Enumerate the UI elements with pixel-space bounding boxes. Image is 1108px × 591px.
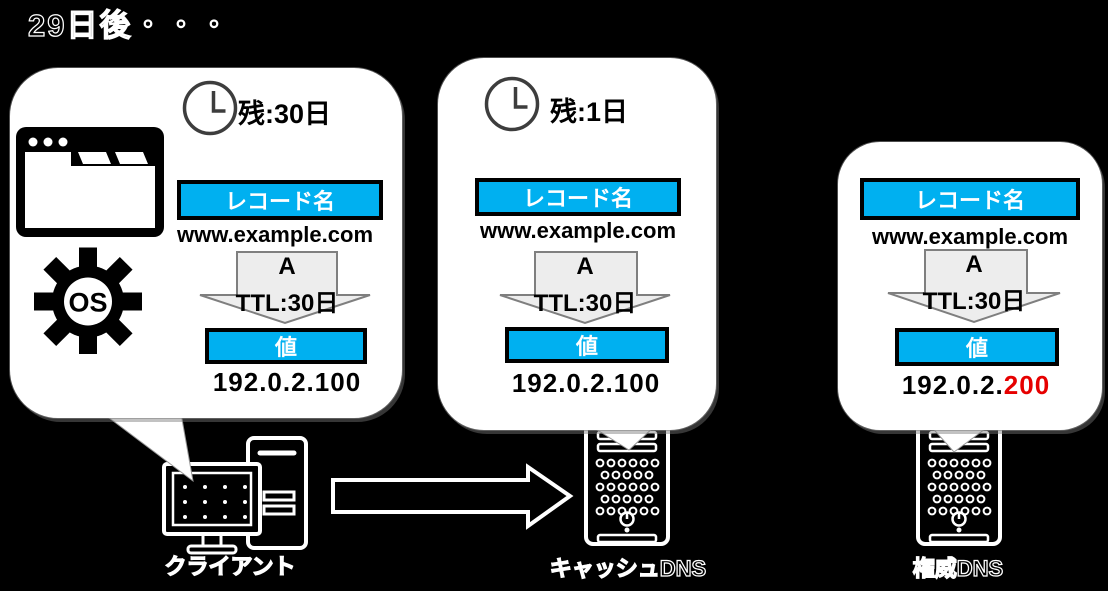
ttl-text: TTL:30日 <box>235 290 339 317</box>
record-name-value: www.example.com <box>871 224 1069 249</box>
speech-bubble-client: 残:30日 レコード名 www.example.com OS A TTL:30日… <box>10 68 402 418</box>
ttl-remaining-text: 残:30日 <box>238 99 332 129</box>
value-header: 値 <box>205 328 367 364</box>
record-name-header: レコード名 <box>860 178 1080 220</box>
ttl-down-arrow <box>499 251 671 325</box>
query-arrow-right-icon <box>331 463 574 530</box>
record-type-text: A <box>576 253 594 280</box>
value-header: 値 <box>895 328 1059 366</box>
ip-address-text: 192.0.2.200 <box>851 370 1101 401</box>
gear-os-icon: OS <box>34 247 142 354</box>
node-label-authoritative-dns: 権威DNS <box>913 556 1003 581</box>
record-type-text: A <box>965 251 983 278</box>
record-type-text: A <box>278 253 296 280</box>
record-name-value: www.example.com <box>479 218 677 243</box>
ttl-remaining-text: 残:1日 <box>550 97 629 127</box>
ttl-text: TTL:30日 <box>922 288 1026 315</box>
desktop-computer-icon <box>162 436 308 555</box>
speech-bubble-cache-dns: 残:1日 レコード名 www.example.com A TTL:30日 値 1… <box>438 58 716 430</box>
browser-window-icon <box>16 127 164 237</box>
speech-bubble-authoritative-dns: レコード名 www.example.com A TTL:30日 値 192.0.… <box>838 142 1102 430</box>
ttl-down-arrow <box>887 249 1061 324</box>
ip-address-text: 192.0.2.100 <box>212 367 362 397</box>
record-name-header: レコード名 <box>177 180 383 220</box>
node-label-client: クライアント <box>164 554 295 579</box>
ip-prefix: 192.0.2. <box>901 370 1004 400</box>
ttl-down-arrow <box>199 251 371 325</box>
ttl-text: TTL:30日 <box>533 290 637 317</box>
record-name-header: レコード名 <box>475 178 681 216</box>
clock-icon <box>182 80 238 136</box>
record-name-value: www.example.com <box>176 222 374 247</box>
clock-icon <box>484 76 540 132</box>
page-title: 29日後・・・ <box>28 8 231 43</box>
ip-changed-octet: 200 <box>1003 370 1051 400</box>
node-label-cache-dns: キャッシュDNS <box>550 556 706 581</box>
ip-address-text: 192.0.2.100 <box>511 368 661 398</box>
value-header: 値 <box>505 327 669 363</box>
os-label: OS <box>68 288 107 318</box>
